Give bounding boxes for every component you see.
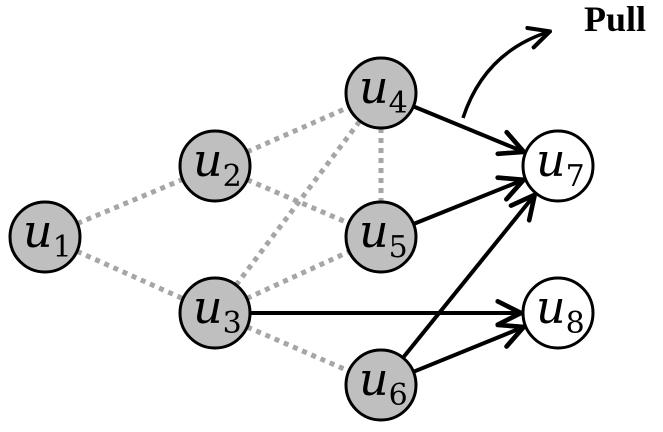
node-circle-u7 bbox=[521, 129, 595, 203]
node-label-subscript: 4 bbox=[389, 86, 408, 121]
edge-u5-u7 bbox=[412, 180, 523, 226]
node-u5: u5 bbox=[344, 200, 418, 274]
node-label-subscript: 8 bbox=[566, 306, 585, 341]
node-u2: u2 bbox=[178, 129, 252, 203]
pull-annotation: Pull bbox=[461, 0, 646, 119]
node-u8: u8 bbox=[521, 276, 595, 350]
node-label-base: u bbox=[193, 280, 223, 334]
edges-layer bbox=[75, 104, 535, 374]
node-label-base: u bbox=[359, 60, 389, 114]
node-label-u1: u1 bbox=[23, 204, 72, 265]
node-u7: u7 bbox=[521, 129, 595, 203]
node-label-subscript: 2 bbox=[223, 159, 242, 194]
node-u6: u6 bbox=[344, 348, 418, 422]
node-label-base: u bbox=[359, 352, 389, 406]
node-u1: u1 bbox=[8, 200, 82, 274]
node-label-u2: u2 bbox=[193, 133, 242, 194]
node-label-subscript: 3 bbox=[223, 306, 242, 341]
node-label-subscript: 7 bbox=[566, 159, 585, 194]
node-label-u7: u7 bbox=[536, 133, 585, 194]
node-label-base: u bbox=[536, 133, 566, 187]
edge-u6-u8 bbox=[412, 327, 523, 374]
node-label-base: u bbox=[193, 133, 223, 187]
node-u4: u4 bbox=[344, 56, 418, 130]
node-circle-u8 bbox=[521, 276, 595, 350]
pull-curved-arrow bbox=[461, 32, 548, 119]
node-label-u3: u3 bbox=[193, 280, 242, 341]
node-u3: u3 bbox=[178, 276, 252, 350]
node-label-base: u bbox=[359, 204, 389, 258]
node-circle-u6 bbox=[344, 348, 418, 422]
node-label-base: u bbox=[536, 280, 566, 334]
node-circle-u2 bbox=[178, 129, 252, 203]
node-label-subscript: 5 bbox=[389, 230, 408, 265]
edge-u6-u7 bbox=[401, 195, 535, 360]
node-circle-u3 bbox=[178, 276, 252, 350]
node-label-u4: u4 bbox=[359, 60, 408, 121]
node-circle-u4 bbox=[344, 56, 418, 130]
pull-label: Pull bbox=[584, 0, 646, 39]
edge-u1-u2 bbox=[76, 177, 184, 226]
edge-u3-u4 bbox=[234, 119, 362, 287]
node-label-u6: u6 bbox=[359, 352, 408, 413]
node-circle-u5 bbox=[344, 200, 418, 274]
node-label-subscript: 6 bbox=[389, 378, 408, 413]
edge-u4-u7 bbox=[412, 104, 523, 152]
node-label-u5: u5 bbox=[359, 204, 408, 265]
edge-u2-u4 bbox=[246, 104, 350, 155]
edge-u1-u3 bbox=[75, 249, 185, 301]
node-circle-u1 bbox=[8, 200, 82, 274]
node-label-base: u bbox=[23, 204, 53, 258]
edge-u2-u5 bbox=[246, 177, 350, 226]
node-label-subscript: 1 bbox=[53, 230, 72, 265]
edge-u3-u5 bbox=[245, 249, 351, 301]
node-label-u8: u8 bbox=[536, 280, 585, 341]
edge-u3-u6 bbox=[246, 324, 350, 374]
